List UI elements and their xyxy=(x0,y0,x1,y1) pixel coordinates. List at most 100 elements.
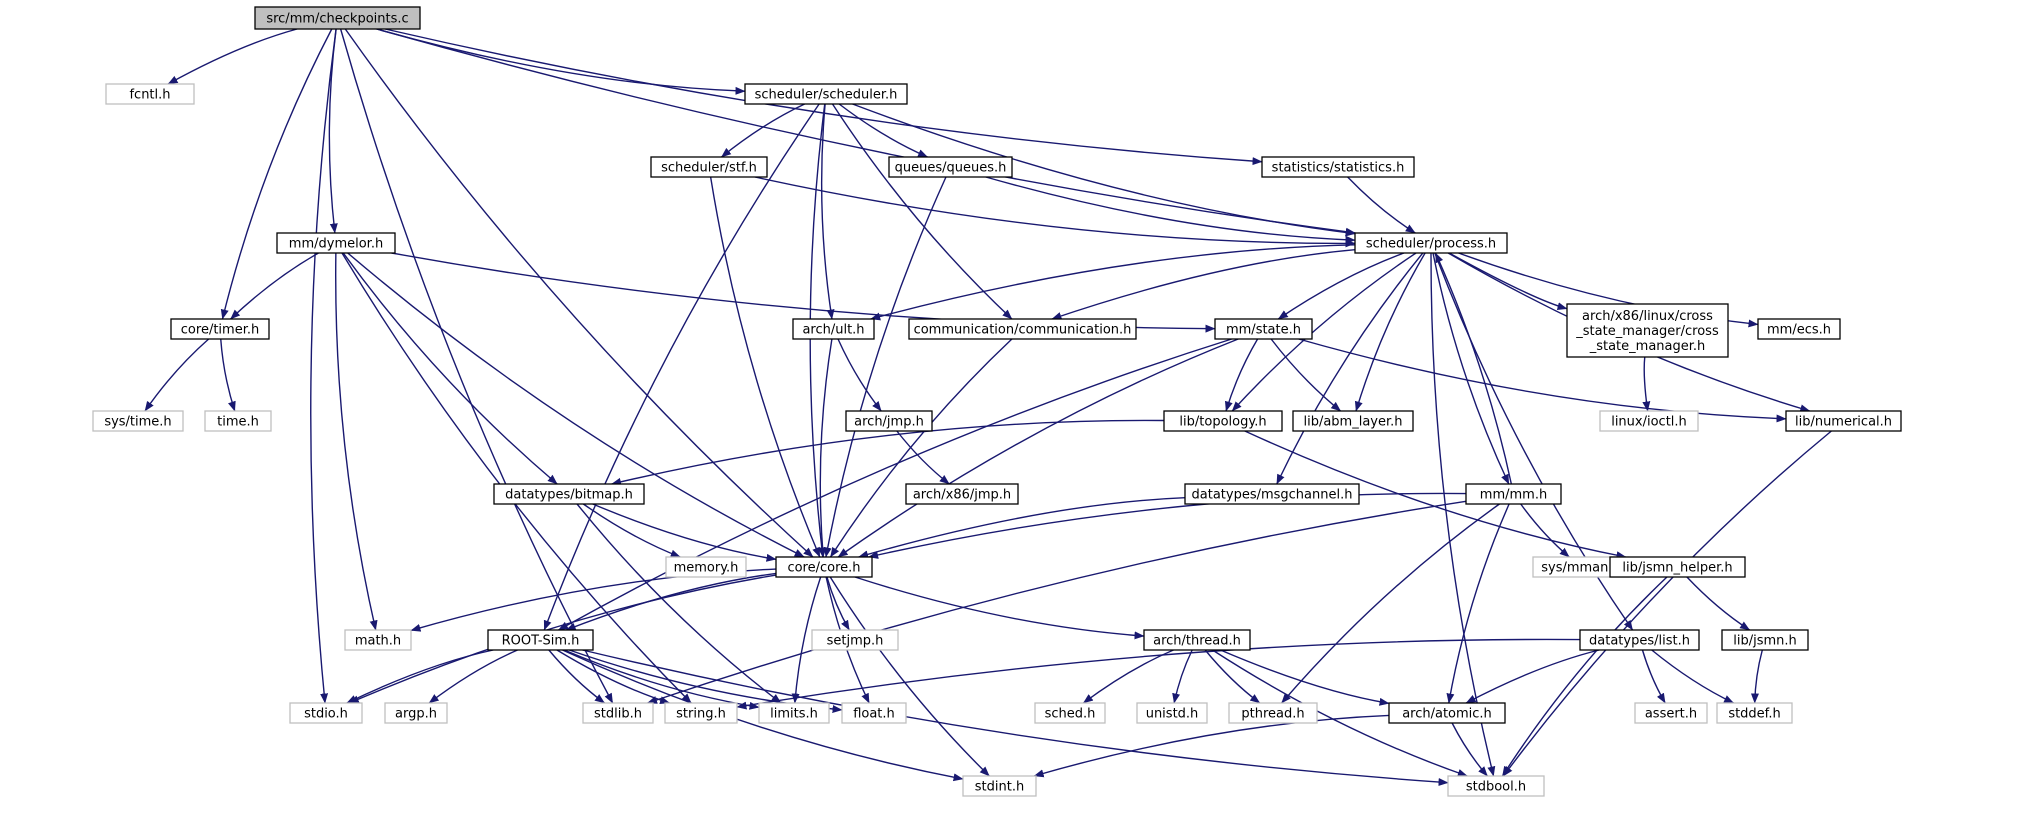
node-box xyxy=(845,410,933,432)
node-label: arch/thread.h xyxy=(1153,634,1241,649)
edge-jmp-to-x86jmp xyxy=(896,430,950,485)
node-jsmnhelper[interactable]: lib/jsmn_helper.h xyxy=(1609,556,1746,578)
edge-process-to-communication xyxy=(1051,249,1356,320)
node-box xyxy=(1228,702,1318,724)
edge-mmh-to-atomic xyxy=(1446,503,1510,704)
node-label: lib/topology.h xyxy=(1179,415,1266,430)
edge-bitmap-to-memory xyxy=(582,503,681,558)
node-label: _state_manager/cross xyxy=(1575,324,1719,339)
edge-checkpoints-to-stdio xyxy=(310,28,337,704)
node-box xyxy=(1721,629,1809,651)
node-label: core/timer.h xyxy=(181,323,259,338)
node-float: float.h xyxy=(841,702,907,724)
node-scheduler[interactable]: scheduler/scheduler.h xyxy=(744,83,908,105)
node-timer[interactable]: core/timer.h xyxy=(170,318,270,340)
node-dymelor[interactable]: mm/dymelor.h xyxy=(276,232,396,254)
node-msgchannel[interactable]: datatypes/msgchannel.h xyxy=(1184,483,1360,505)
node-statistics[interactable]: statistics/statistics.h xyxy=(1261,156,1415,178)
edge-atomic-to-stdbool xyxy=(1451,722,1488,777)
node-box xyxy=(1716,702,1793,724)
node-ecs[interactable]: mm/ecs.h xyxy=(1757,318,1841,340)
node-state[interactable]: mm/state.h xyxy=(1214,318,1313,340)
node-label: datatypes/msgchannel.h xyxy=(1192,488,1353,503)
node-box xyxy=(665,556,747,578)
node-jmp[interactable]: arch/jmp.h xyxy=(845,410,933,432)
edge-scheduler-to-ult xyxy=(820,103,835,320)
node-abm[interactable]: lib/abm_layer.h xyxy=(1292,410,1414,432)
node-box xyxy=(170,318,270,340)
edge-checkpoints-to-core xyxy=(344,28,814,558)
edge-mmh-to-process xyxy=(1434,252,1513,485)
node-csm[interactable]: arch/x86/linux/cross_state_manager/cross… xyxy=(1566,303,1729,358)
node-topology[interactable]: lib/topology.h xyxy=(1163,410,1283,432)
node-mmh[interactable]: mm/mm.h xyxy=(1465,483,1562,505)
node-jsmn[interactable]: lib/jsmn.h xyxy=(1721,629,1809,651)
node-label: arch/ult.h xyxy=(802,323,864,338)
edge-topology-to-bitmap xyxy=(611,419,1165,486)
node-limits: limits.h xyxy=(758,702,830,724)
node-systime: sys/time.h xyxy=(92,410,184,432)
edge-state-to-core xyxy=(837,338,1239,558)
node-ult[interactable]: arch/ult.h xyxy=(792,318,875,340)
node-bitmap[interactable]: datatypes/bitmap.h xyxy=(493,483,645,505)
node-label: mm/dymelor.h xyxy=(289,237,383,252)
edge-mmh-to-sysmman xyxy=(1520,503,1570,558)
node-checkpoints[interactable]: src/mm/checkpoints.c xyxy=(254,6,421,30)
edge-checkpoints-to-fcntl xyxy=(167,28,298,85)
node-box xyxy=(775,556,873,578)
edge-jsmn-to-stddef xyxy=(1750,649,1763,704)
node-box xyxy=(1634,702,1708,724)
node-label: limits.h xyxy=(770,707,818,722)
node-sched: sched.h xyxy=(1034,702,1106,724)
edge-stf-to-process xyxy=(754,176,1356,248)
edge-ult-to-core xyxy=(818,338,833,558)
edge-core-to-rootsim xyxy=(565,572,777,631)
node-box xyxy=(1785,410,1902,432)
node-x86jmp[interactable]: arch/x86/jmp.h xyxy=(905,483,1019,505)
node-linuxioctl: linux/ioctl.h xyxy=(1599,410,1699,432)
node-box xyxy=(744,83,908,105)
node-list[interactable]: datatypes/list.h xyxy=(1579,629,1700,651)
edge-core-to-stdio xyxy=(348,574,777,704)
node-thread[interactable]: arch/thread.h xyxy=(1143,629,1251,651)
node-label: float.h xyxy=(853,707,895,722)
node-label: lib/abm_layer.h xyxy=(1303,415,1402,430)
node-box xyxy=(1184,483,1360,505)
node-stf[interactable]: scheduler/stf.h xyxy=(650,156,768,178)
edge-state-to-numerical xyxy=(1298,338,1787,423)
edge-checkpoints-to-scheduler xyxy=(376,28,746,95)
node-label: ROOT-Sim.h xyxy=(502,634,580,649)
node-label: memory.h xyxy=(674,561,739,576)
node-process[interactable]: scheduler/process.h xyxy=(1354,232,1508,254)
node-label: time.h xyxy=(217,415,259,430)
node-label: mm/state.h xyxy=(1226,323,1301,338)
node-rootsim[interactable]: ROOT-Sim.h xyxy=(487,629,594,651)
node-box xyxy=(1214,318,1313,340)
edge-queues-to-core xyxy=(823,176,947,558)
node-queues[interactable]: queues/queues.h xyxy=(888,156,1013,178)
node-box xyxy=(908,318,1137,340)
node-box xyxy=(204,410,272,432)
node-stdint: stdint.h xyxy=(962,775,1037,797)
edge-core-to-math xyxy=(410,568,777,632)
node-box xyxy=(1143,629,1251,651)
edge-core-to-setjmp xyxy=(826,576,850,631)
node-label: scheduler/stf.h xyxy=(661,161,757,176)
node-fcntl: fcntl.h xyxy=(105,83,195,105)
node-numerical[interactable]: lib/numerical.h xyxy=(1785,410,1902,432)
node-communication[interactable]: communication/communication.h xyxy=(908,318,1137,340)
node-box xyxy=(962,775,1037,797)
node-label: queues/queues.h xyxy=(895,161,1007,176)
node-atomic[interactable]: arch/atomic.h xyxy=(1388,702,1506,724)
edge-csm-to-linuxioctl xyxy=(1642,356,1651,412)
node-label: stddef.h xyxy=(1728,707,1780,722)
edge-state-to-rootsim xyxy=(558,338,1232,631)
node-label: sched.h xyxy=(1045,707,1096,722)
node-box xyxy=(1261,156,1415,178)
node-core[interactable]: core/core.h xyxy=(775,556,873,578)
node-box xyxy=(582,702,654,724)
node-label: datatypes/list.h xyxy=(1589,634,1690,649)
node-box xyxy=(1566,303,1729,358)
node-label: setjmp.h xyxy=(827,634,884,649)
edge-scheduler-to-communication xyxy=(831,103,1013,320)
